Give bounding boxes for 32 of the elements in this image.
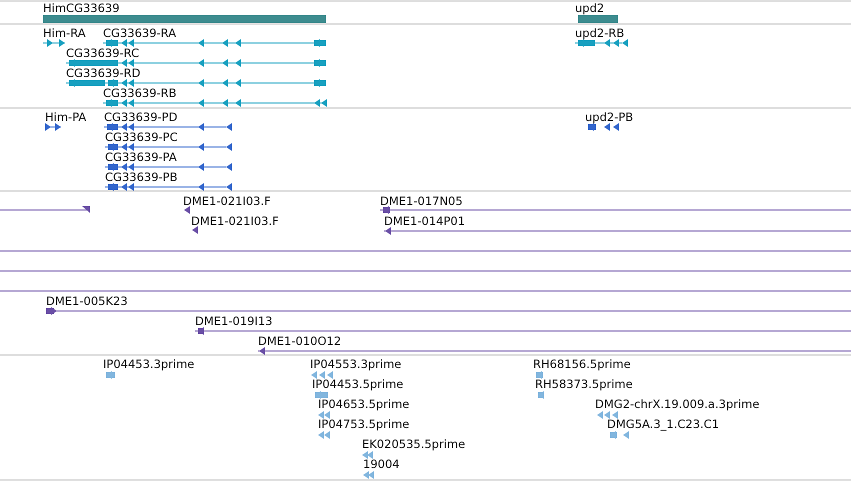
feature-label: IP04753.5prime <box>318 418 410 431</box>
feature-label: Him-PA <box>45 111 86 124</box>
feature-label: DME1-021I03.F <box>191 215 279 228</box>
feature-label: CG33639-RA <box>103 27 176 40</box>
feature-label: CG33639-PD <box>104 111 178 124</box>
feature-label: CG33639-PA <box>105 151 177 164</box>
feature-label: CG33639-PB <box>105 171 178 184</box>
feature-label: upd2 <box>575 2 604 15</box>
feature-label: CG33639-RB <box>103 87 177 100</box>
feature-label: Him-RA <box>43 27 86 40</box>
feature-label: RH58373.5prime <box>535 378 633 391</box>
feature-label: RH68156.5prime <box>533 358 631 371</box>
feature-label: DME1-005K23 <box>46 295 128 308</box>
feature-label: CG33639-RD <box>66 67 141 80</box>
feature-label: DMG5A.3_1.C23.C1 <box>607 418 720 431</box>
feature-label: 19004 <box>363 458 400 471</box>
feature-label: upd2-RB <box>575 27 624 40</box>
feature-label: DME1-021I03.F <box>183 195 271 208</box>
feature-label: CG33639-RC <box>66 47 140 60</box>
feature-label: IP04453.3prime <box>103 358 194 371</box>
feature-label: DME1-014P01 <box>384 215 466 228</box>
feature-label: HimCG33639 <box>43 2 120 15</box>
feature-label: DME1-010O12 <box>258 335 342 348</box>
feature-label: IP04653.5prime <box>318 398 410 411</box>
feature-label: IP04553.3prime <box>310 358 402 371</box>
feature-label: DME1-017N05 <box>380 195 463 208</box>
feature-label: CG33639-PC <box>105 131 178 144</box>
feature-label: IP04453.5prime <box>312 378 404 391</box>
feature-label: DME1-019I13 <box>195 315 272 328</box>
feature-label: DMG2-chrX.19.009.a.3prime <box>595 398 760 411</box>
feature-label: EK020535.5prime <box>362 438 466 451</box>
feature-label: upd2-PB <box>585 111 634 124</box>
